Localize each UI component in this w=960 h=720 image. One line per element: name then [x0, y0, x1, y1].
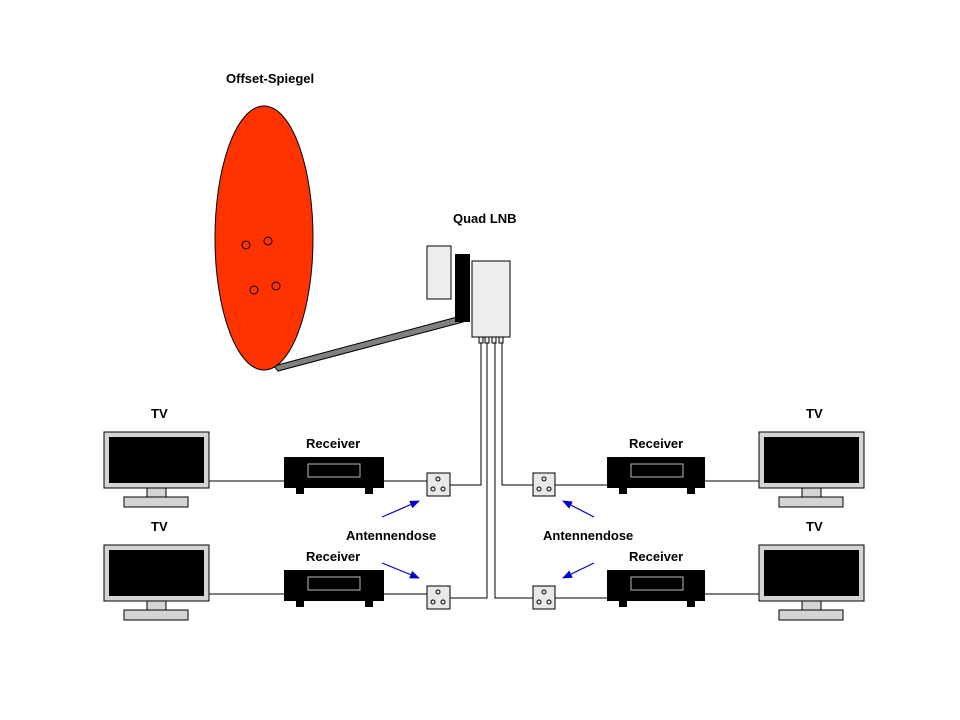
- lnb-label: Quad LNB: [453, 211, 517, 226]
- tv-stand: [123, 609, 189, 621]
- dish-rivet: [263, 236, 273, 246]
- tv-label: TV: [806, 406, 823, 421]
- lnb-clamp: [455, 254, 470, 322]
- receiver-top-right: [607, 457, 705, 494]
- receiver-label: Receiver: [306, 436, 360, 451]
- tv-stand: [123, 496, 189, 508]
- tv-screen: [109, 437, 204, 483]
- quad-lnb: [426, 245, 511, 344]
- pointer-arrow: [381, 500, 420, 518]
- pointer-arrows: [381, 500, 595, 579]
- tv-top-left: [103, 431, 210, 508]
- tv-stand: [778, 496, 844, 508]
- socket-label: Antennendose: [346, 528, 436, 543]
- receiver-foot: [296, 601, 304, 607]
- tv-screen: [764, 550, 859, 596]
- tv-neck: [801, 487, 822, 498]
- receiver-label: Receiver: [629, 549, 683, 564]
- dish-label: Offset-Spiegel: [226, 71, 314, 86]
- receiver-foot: [687, 601, 695, 607]
- tv-bottom-right: [758, 544, 865, 621]
- lnb-port: [484, 336, 490, 344]
- tv-label: TV: [151, 519, 168, 534]
- lnb-body: [471, 260, 511, 338]
- lnb-port: [498, 336, 504, 344]
- receiver-label: Receiver: [306, 549, 360, 564]
- antenna-socket: [532, 585, 556, 610]
- tv-top-right: [758, 431, 865, 508]
- dish-rivet: [249, 285, 259, 295]
- signal-links: [209, 480, 759, 599]
- pointer-arrow: [381, 562, 420, 579]
- tv-screen: [109, 550, 204, 596]
- receiver-foot: [365, 488, 373, 494]
- receiver-foot: [619, 488, 627, 494]
- tv-neck: [801, 600, 822, 611]
- dish-reflector: [214, 105, 314, 371]
- tv-neck: [146, 487, 167, 498]
- receiver-foot: [365, 601, 373, 607]
- receiver-display: [307, 463, 361, 478]
- tv-stand: [778, 609, 844, 621]
- antenna-socket: [532, 472, 556, 497]
- coax-cables: [450, 343, 533, 599]
- tv-screen: [764, 437, 859, 483]
- receiver-label: Receiver: [629, 436, 683, 451]
- dish-rivet: [271, 281, 281, 291]
- socket-label: Antennendose: [543, 528, 633, 543]
- coax-cable: [450, 343, 488, 599]
- dish-rivet: [241, 240, 251, 250]
- tv-bottom-left: [103, 544, 210, 621]
- receiver-bottom-left: [284, 570, 384, 607]
- pointer-arrow: [562, 500, 595, 518]
- receiver-foot: [619, 601, 627, 607]
- dish-arm: [273, 315, 464, 372]
- offset-dish: [214, 105, 464, 372]
- receiver-foot: [296, 488, 304, 494]
- lnb-port: [478, 336, 484, 344]
- coax-cable: [501, 343, 533, 486]
- antenna-socket: [426, 472, 451, 497]
- tv-label: TV: [151, 406, 168, 421]
- receiver-display: [307, 576, 361, 591]
- receiver-foot: [687, 488, 695, 494]
- receiver-display: [630, 463, 684, 478]
- receiver-top-left: [284, 457, 384, 494]
- receiver-display: [630, 576, 684, 591]
- tv-neck: [146, 600, 167, 611]
- antenna-socket: [426, 585, 451, 610]
- lnb-port: [491, 336, 497, 344]
- coax-cable: [450, 343, 482, 486]
- receiver-bottom-right: [607, 570, 705, 607]
- lnb-feedhorn: [426, 245, 452, 300]
- pointer-arrow: [562, 562, 595, 579]
- coax-cable: [494, 343, 533, 599]
- tv-label: TV: [806, 519, 823, 534]
